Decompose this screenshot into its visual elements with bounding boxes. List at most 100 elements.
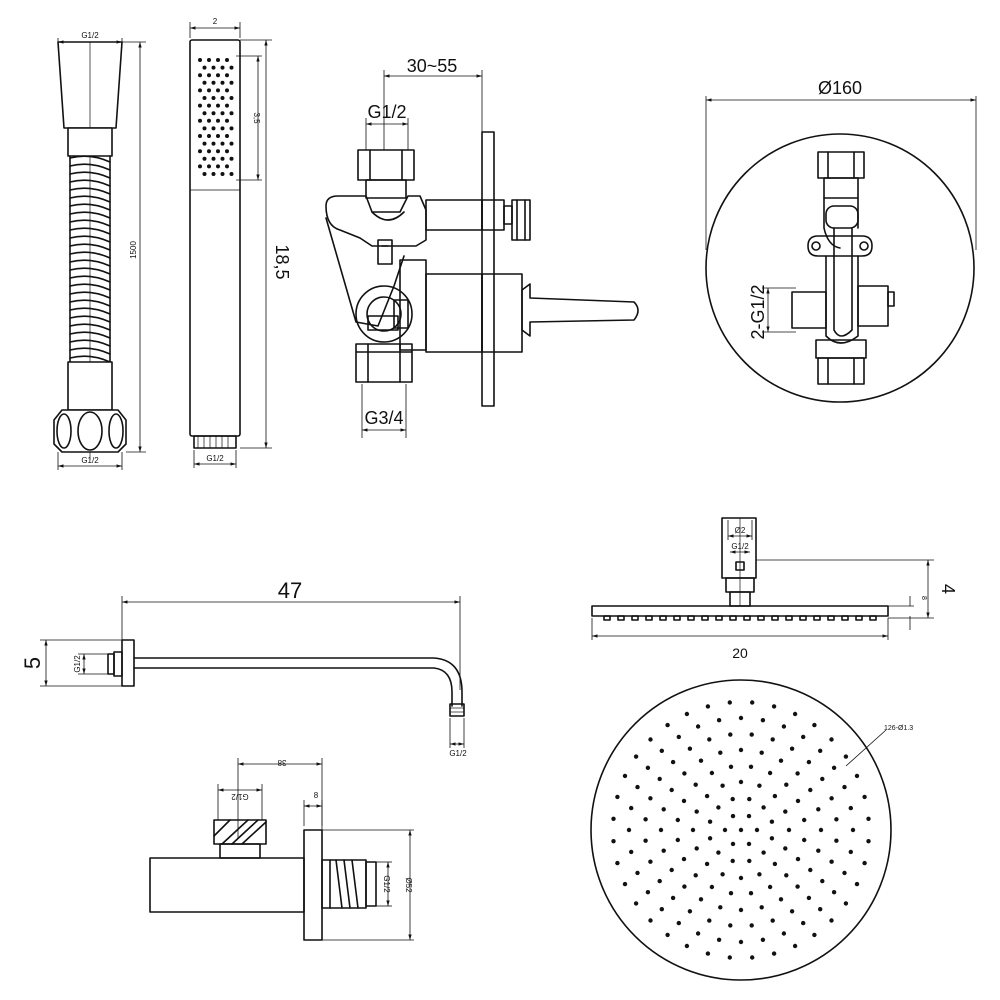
nozzle-hole — [829, 859, 834, 864]
nozzle-hole — [611, 839, 616, 844]
spray-hole — [229, 172, 234, 176]
spray-hole — [220, 80, 225, 85]
nozzle-hole — [806, 759, 812, 765]
nozzle-hole — [808, 867, 813, 873]
nozzle-hole — [694, 809, 699, 814]
nozzle-hole — [748, 891, 754, 896]
nozzle-hole — [738, 939, 744, 945]
head-nozzles-label: 126-Ø1.3 — [884, 725, 913, 732]
nozzle-hole — [730, 858, 735, 864]
spray-hole — [229, 65, 234, 70]
nozzle-hole — [747, 796, 752, 802]
nozzle-hole — [795, 884, 800, 889]
nozzle-hole — [727, 955, 732, 960]
nozzle-hole — [783, 809, 788, 814]
nozzle-hole — [862, 794, 867, 800]
nozzle-side — [603, 615, 611, 621]
nozzle-hole — [645, 765, 651, 770]
nozzle-side — [687, 615, 695, 621]
nozzle-hole — [806, 895, 812, 901]
hose-coil — [69, 179, 111, 187]
nozzle-side — [799, 615, 807, 621]
hose-coil — [69, 251, 111, 259]
spray-hole — [216, 103, 220, 108]
nozzle-hole — [818, 907, 823, 912]
nozzle-side — [617, 615, 625, 621]
spray-hole — [198, 149, 202, 154]
nozzle-hole — [730, 796, 735, 802]
nozzle-hole — [792, 711, 798, 717]
spray-hole — [207, 58, 211, 62]
spray-hole — [211, 80, 216, 85]
nozzle-hole — [676, 920, 681, 926]
nozzle-hole — [818, 748, 823, 753]
spray-hole — [229, 156, 234, 161]
spray-hole — [225, 58, 229, 62]
spray-hole — [216, 134, 220, 138]
nozzle-hole — [718, 750, 723, 755]
nozzle-hole — [738, 779, 744, 785]
spray-hole — [207, 73, 211, 78]
arm-length-label: 47 — [278, 578, 302, 603]
spray-hole — [207, 103, 211, 108]
spray-hole — [211, 156, 216, 161]
spray-hole — [207, 88, 211, 93]
spray-hole — [220, 172, 225, 176]
nozzle-hole — [831, 765, 837, 770]
spray-hole — [225, 149, 229, 154]
hose-coil — [69, 227, 111, 235]
hose-coil — [69, 267, 111, 275]
nozzle-hole — [738, 907, 744, 913]
nozzle-hole — [781, 931, 787, 936]
hose-coil — [69, 275, 111, 283]
nozzle-hole — [738, 715, 744, 721]
nozzle-hole — [643, 817, 648, 822]
nozzle-hole — [728, 764, 734, 769]
spray-hole — [202, 126, 207, 131]
spray-hole — [229, 111, 234, 116]
nozzle-hole — [648, 796, 653, 801]
elbow-plate-label: 8 — [314, 791, 319, 800]
elbow-thread-label: G1/2 — [231, 792, 249, 801]
nozzle-hole — [792, 943, 798, 949]
head-height-label: 4 — [938, 584, 958, 594]
wall-elbow-drawing: 38 G1/2 8 G1/2 Ø52 — [149, 758, 414, 941]
hose-coil — [69, 339, 111, 347]
nozzle-hole — [727, 700, 732, 705]
nozzle-hole — [661, 848, 666, 853]
nozzle-hole — [730, 813, 736, 819]
spray-hole — [202, 141, 207, 146]
elbow-diameter-label: Ø52 — [404, 877, 413, 893]
nozzle-hole — [850, 827, 856, 833]
nozzle-hole — [626, 827, 632, 833]
nozzle-hole — [629, 849, 634, 855]
spray-hole — [198, 118, 202, 123]
nozzle-side — [757, 615, 765, 621]
nozzle-hole — [659, 907, 664, 912]
nozzle-hole — [843, 901, 849, 906]
nozzle-hole — [690, 827, 696, 833]
valve-depth-label: 30~55 — [407, 56, 458, 76]
arm-inlet-label: G1/2 — [73, 655, 82, 673]
nozzle-hole — [854, 881, 860, 887]
nozzle-hole — [716, 718, 722, 723]
spray-hole — [229, 126, 234, 131]
nozzle-hole — [771, 704, 777, 709]
head-nozzle-holes — [611, 700, 871, 960]
nozzle-hole — [854, 773, 860, 779]
hose-coil — [69, 171, 111, 179]
nozzle-hole — [659, 748, 664, 753]
nozzle-hole — [781, 724, 787, 729]
nozzle-hole — [772, 793, 778, 799]
nozzle-hole — [665, 932, 670, 938]
nozzle-hole — [801, 734, 806, 740]
nozzle-hole — [784, 782, 789, 787]
nozzle-hole — [738, 827, 744, 833]
spray-hole — [207, 134, 211, 138]
nozzle-hole — [818, 827, 824, 833]
spray-hole — [211, 126, 216, 131]
spray-hole — [202, 80, 207, 85]
spray-hole — [207, 164, 211, 169]
nozzle-side — [841, 615, 849, 621]
